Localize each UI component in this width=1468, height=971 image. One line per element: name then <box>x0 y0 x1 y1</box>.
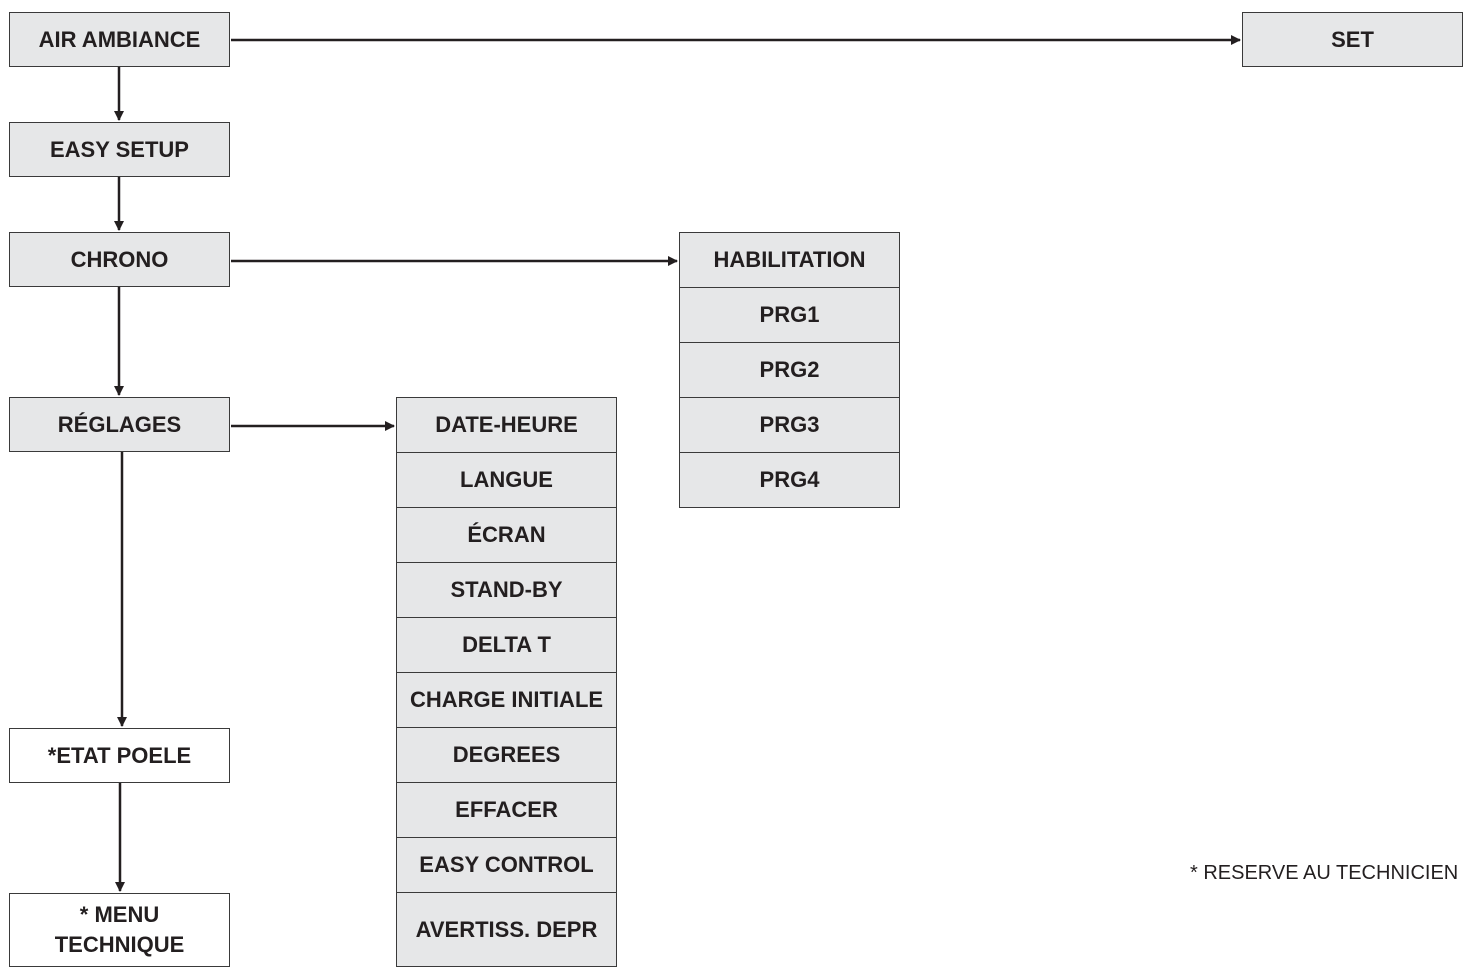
menu-technique-label-line2: TECHNIQUE <box>54 932 185 957</box>
reglages-submenu-item-effacer: EFFACER <box>397 783 616 838</box>
reglages-submenu-item-langue: LANGUE <box>397 453 616 508</box>
reglages-submenu-item-date-heure: DATE-HEURE <box>397 398 616 453</box>
reglages-box: RÉGLAGES <box>9 397 230 452</box>
chrono-submenu-item-habilitation: HABILITATION <box>680 233 899 288</box>
set-label: SET <box>1331 26 1374 52</box>
chrono-submenu: HABILITATION PRG1 PRG2 PRG3 PRG4 <box>679 232 900 508</box>
reglages-submenu-item-avertiss-depr: AVERTISS. DEPR <box>397 893 616 967</box>
reglages-submenu-item-ecran: ÉCRAN <box>397 508 616 563</box>
chrono-submenu-item-prg4: PRG4 <box>680 453 899 508</box>
reglages-submenu-item-degrees: DEGREES <box>397 728 616 783</box>
easy-setup-label: EASY SETUP <box>50 136 189 162</box>
etat-poele-label: *ETAT POELE <box>47 742 192 768</box>
air-ambiance-box: AIR AMBIANCE <box>9 12 230 67</box>
reglages-label: RÉGLAGES <box>57 411 182 437</box>
reglages-submenu-item-easy-control: EASY CONTROL <box>397 838 616 893</box>
chrono-label: CHRONO <box>70 246 169 272</box>
chrono-submenu-item-prg1: PRG1 <box>680 288 899 343</box>
air-ambiance-label: AIR AMBIANCE <box>38 26 201 52</box>
reglages-submenu-item-stand-by: STAND-BY <box>397 563 616 618</box>
easy-setup-box: EASY SETUP <box>9 122 230 177</box>
etat-poele-box: *ETAT POELE <box>9 728 230 783</box>
chrono-box: CHRONO <box>9 232 230 287</box>
chrono-submenu-item-prg2: PRG2 <box>680 343 899 398</box>
reglages-submenu-item-charge-initiale: CHARGE INITIALE <box>397 673 616 728</box>
reglages-submenu: DATE-HEURE LANGUE ÉCRAN STAND-BY DELTA T… <box>396 397 617 967</box>
chrono-submenu-item-prg3: PRG3 <box>680 398 899 453</box>
footnote-reserve-technicien: * RESERVE AU TECHNICIEN <box>1190 862 1459 884</box>
menu-technique-label-line1: * MENU <box>79 902 160 927</box>
reglages-submenu-item-delta-t: DELTA T <box>397 618 616 673</box>
menu-technique-box: * MENU TECHNIQUE <box>9 893 230 967</box>
set-box: SET <box>1242 12 1463 67</box>
